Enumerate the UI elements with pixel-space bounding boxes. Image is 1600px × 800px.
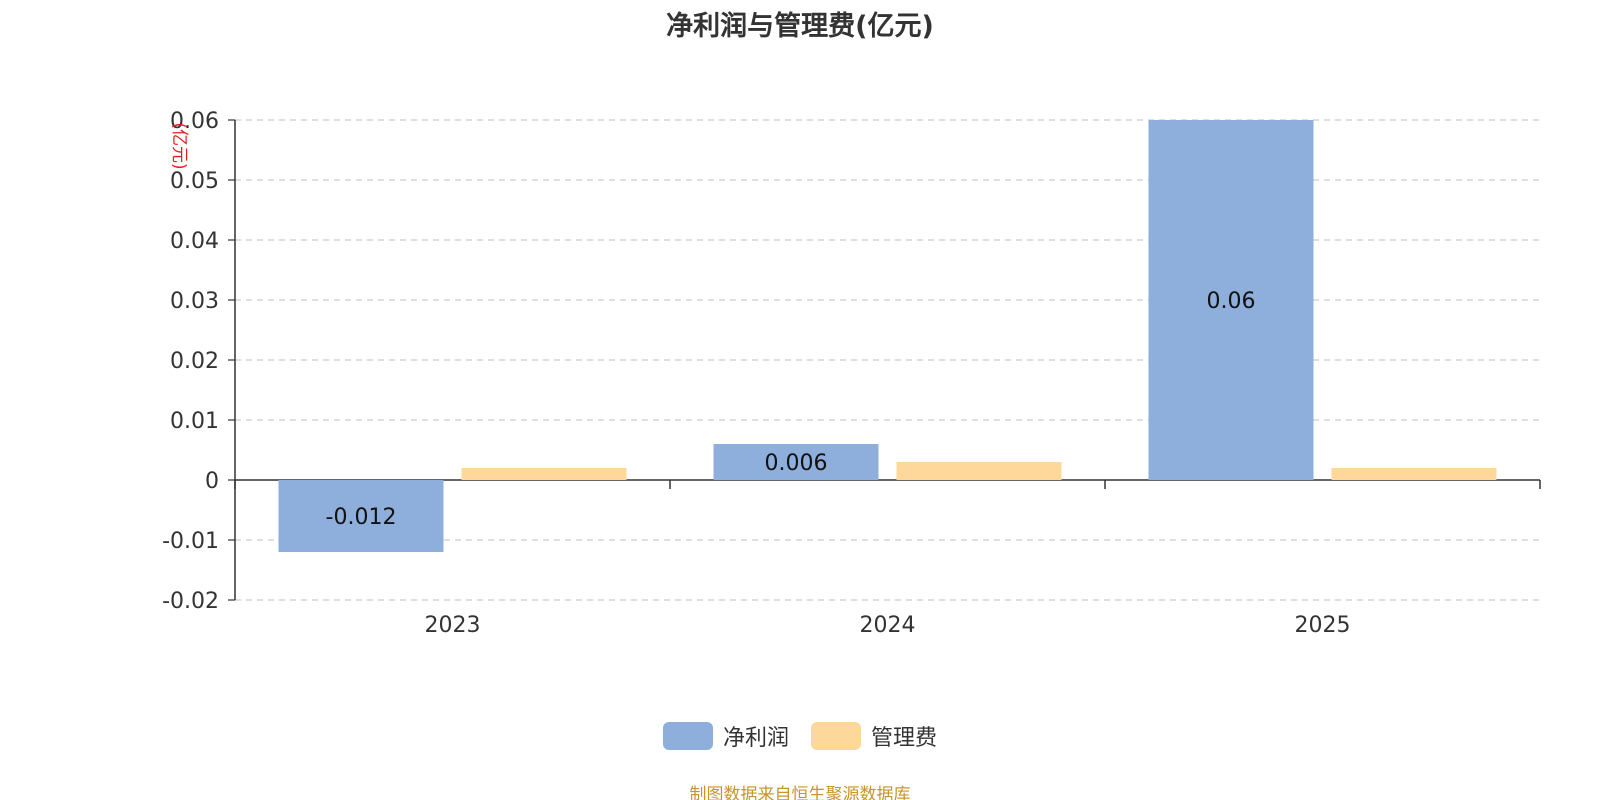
y-tick-label: -0.01 <box>162 529 219 554</box>
legend-swatch-mgmt-fee <box>811 722 861 750</box>
chart-title: 净利润与管理费(亿元) <box>666 11 934 42</box>
y-tick-label: 0.05 <box>170 169 219 194</box>
y-tick-label: 0.06 <box>170 109 219 134</box>
bar-value-label: 0.006 <box>765 451 828 476</box>
x-tick-label: 2023 <box>425 613 481 638</box>
x-tick-label: 2025 <box>1295 613 1351 638</box>
y-tick-label: 0.03 <box>170 289 219 314</box>
y-axis-unit-label: (亿元) <box>169 122 189 169</box>
y-tick-label: -0.02 <box>162 589 219 614</box>
legend-item-mgmt-fee[interactable]: 管理费 <box>811 720 937 752</box>
x-tick-label: 2024 <box>860 613 916 638</box>
legend-swatch-net-profit <box>662 722 713 750</box>
bar-mgmt-fee <box>1331 468 1497 480</box>
bar-net-profit <box>278 480 444 552</box>
legend-label-mgmt-fee: 管理费 <box>871 726 938 751</box>
y-tick-label: 0.02 <box>170 349 219 374</box>
y-tick-label: 0.01 <box>170 409 219 434</box>
bar-mgmt-fee <box>461 468 627 480</box>
bar-value-label: -0.012 <box>326 505 397 530</box>
legend-label-net-profit: 净利润 <box>722 726 789 751</box>
bar-net-profit <box>713 444 879 480</box>
legend-item-net-profit[interactable]: 净利润 <box>662 720 789 752</box>
bar-chart: 0.06 0.05 0.04 0.03 0.02 0.01 0 -0.01 -0.02 (亿元) 2… <box>162 109 1541 638</box>
y-tick-label: 0.04 <box>170 229 219 254</box>
bar-mgmt-fee <box>896 462 1062 480</box>
source-note: 制图数据来自恒生聚源数据库 <box>689 785 911 800</box>
legend: 净利润 管理费 <box>0 720 1600 752</box>
bar-net-profit <box>1148 120 1314 480</box>
bar-value-label: 0.06 <box>1207 289 1256 314</box>
y-tick-label: 0 <box>205 469 219 494</box>
